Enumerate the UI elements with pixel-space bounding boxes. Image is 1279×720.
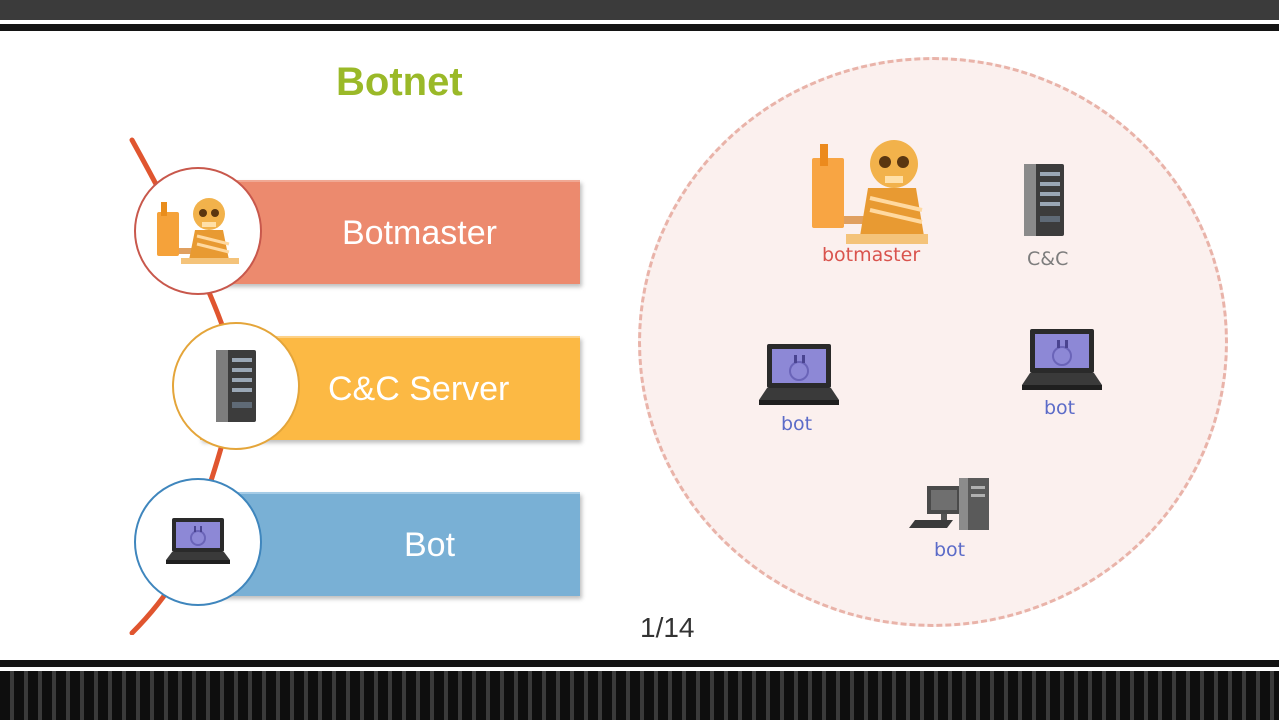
laptop-sad-face-icon	[759, 344, 839, 405]
botnet-network-circle	[638, 57, 1228, 627]
desktop-computer-icon	[909, 478, 989, 530]
layer-node-botmaster	[134, 167, 262, 295]
bottom-frame-rule	[0, 660, 1279, 667]
layer-band-bot: Bot	[200, 492, 580, 596]
layer-node-bot	[134, 478, 262, 606]
layer-band-botmaster: Botmaster	[200, 180, 580, 284]
network-label-cc: C&C	[1027, 248, 1069, 270]
network-label-bot-right: bot	[1044, 397, 1076, 419]
network-label-bot-left: bot	[781, 413, 813, 435]
network-label-bot-bottom: bot	[934, 539, 966, 561]
top-frame-rule	[0, 24, 1279, 31]
layer-label-botmaster: Botmaster	[342, 213, 497, 252]
layer-node-cc-server	[172, 322, 300, 450]
laptop-sad-face-icon	[166, 518, 230, 564]
top-frame-bar	[0, 0, 1279, 20]
page-indicator: 1/14	[640, 612, 695, 643]
bottom-frame-striped-bar	[0, 671, 1279, 720]
layer-label-bot: Bot	[404, 525, 456, 564]
slide-title: Botnet	[336, 60, 463, 104]
top-frame-divider	[0, 20, 1279, 23]
hacker-skull-icon	[812, 140, 928, 244]
layer-label-cc-server: C&C Server	[328, 369, 510, 408]
laptop-sad-face-icon	[1022, 329, 1102, 390]
server-tower-icon	[216, 350, 256, 422]
network-label-botmaster: botmaster	[822, 244, 921, 266]
layer-band-cc-server: C&C Server	[200, 336, 580, 440]
server-tower-icon	[1024, 164, 1064, 236]
hacker-skull-icon	[157, 198, 239, 264]
